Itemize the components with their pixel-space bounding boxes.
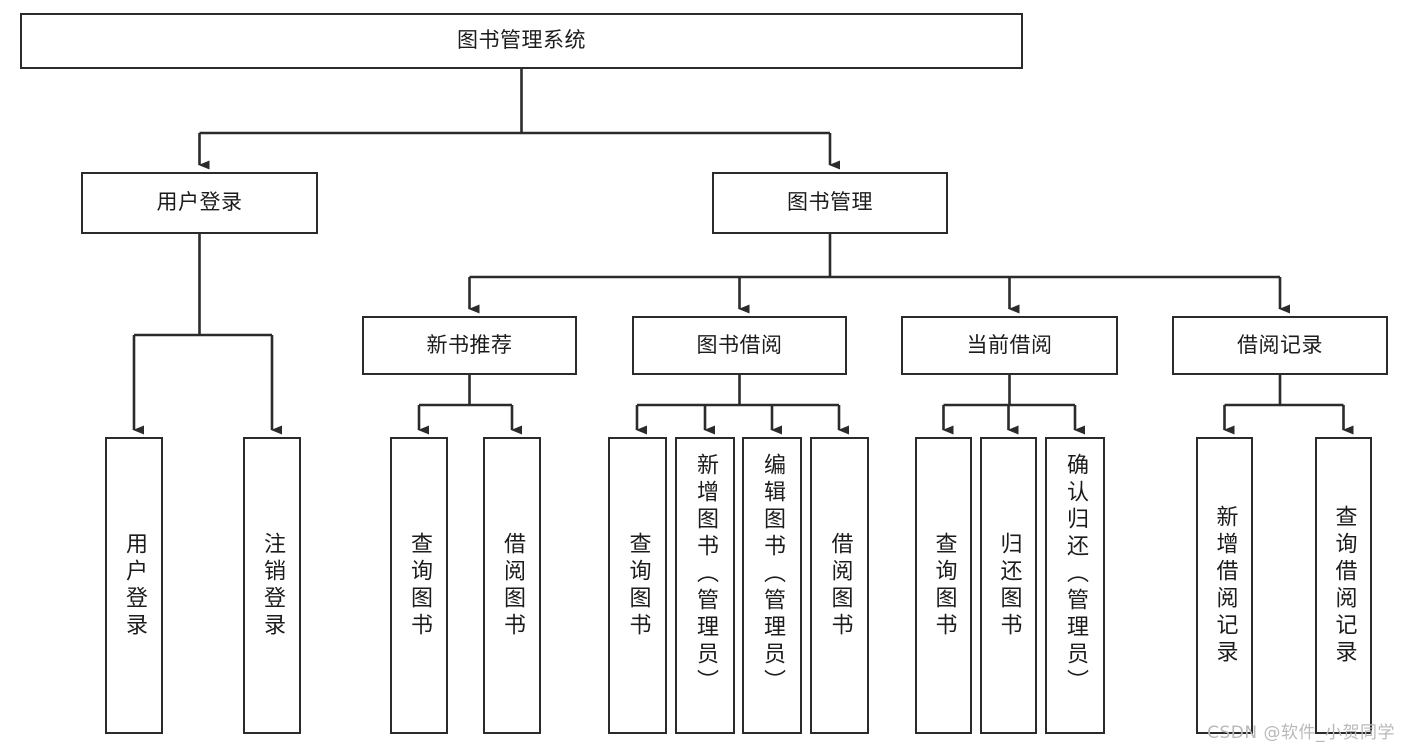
node-book-borrow-label: 图书借阅: [696, 332, 783, 357]
node-leaf-confirm-return-label: 确认归还（管理员）: [1063, 453, 1088, 696]
node-leaf-query-book-bb[interactable]: 查询图书: [608, 437, 667, 734]
node-leaf-query-book-cb[interactable]: 查询图书: [915, 437, 972, 734]
node-root-label: 图书管理系统: [457, 28, 586, 53]
node-leaf-user-login[interactable]: 用户登录: [105, 437, 163, 734]
node-leaf-add-record-label: 新增借阅记录: [1212, 504, 1238, 667]
node-leaf-borrow-book-rec-label: 借阅图书: [500, 531, 525, 640]
node-new-book-rec[interactable]: 新书推荐: [362, 316, 577, 375]
node-current-borrow[interactable]: 当前借阅: [901, 316, 1118, 375]
node-leaf-borrow-book-rec[interactable]: 借阅图书: [483, 437, 541, 734]
node-leaf-return-book-label: 归还图书: [996, 531, 1022, 640]
node-leaf-add-record[interactable]: 新增借阅记录: [1196, 437, 1253, 734]
node-leaf-query-book-cb-label: 查询图书: [931, 531, 957, 640]
node-leaf-edit-book-label: 编辑图书（管理员）: [760, 453, 785, 696]
node-leaf-confirm-return[interactable]: 确认归还（管理员）: [1045, 437, 1105, 734]
node-leaf-query-record-label: 查询借阅记录: [1331, 504, 1357, 667]
node-leaf-edit-book[interactable]: 编辑图书（管理员）: [742, 437, 802, 734]
node-leaf-borrow-book-bb-label: 借阅图书: [827, 531, 853, 640]
node-book-manage[interactable]: 图书管理: [712, 172, 948, 234]
node-leaf-query-book-rec-label: 查询图书: [407, 531, 432, 640]
node-root[interactable]: 图书管理系统: [20, 13, 1023, 69]
node-leaf-borrow-book-bb[interactable]: 借阅图书: [810, 437, 869, 734]
node-leaf-query-book-rec[interactable]: 查询图书: [390, 437, 448, 734]
node-user-login-label: 用户登录: [156, 190, 243, 215]
node-new-book-rec-label: 新书推荐: [426, 332, 513, 357]
node-leaf-return-book[interactable]: 归还图书: [980, 437, 1037, 734]
node-leaf-query-record[interactable]: 查询借阅记录: [1315, 437, 1372, 734]
node-leaf-add-book[interactable]: 新增图书（管理员）: [675, 437, 735, 734]
node-user-login[interactable]: 用户登录: [81, 172, 318, 234]
node-borrow-record[interactable]: 借阅记录: [1172, 316, 1388, 375]
node-book-borrow[interactable]: 图书借阅: [632, 316, 847, 375]
node-leaf-logout[interactable]: 注销登录: [243, 437, 301, 734]
node-leaf-user-login-label: 用户登录: [122, 531, 147, 640]
node-leaf-query-book-bb-label: 查询图书: [625, 531, 651, 640]
node-borrow-record-label: 借阅记录: [1237, 332, 1323, 357]
node-book-manage-label: 图书管理: [787, 190, 873, 215]
node-leaf-logout-label: 注销登录: [260, 531, 285, 640]
node-leaf-add-book-label: 新增图书（管理员）: [693, 453, 718, 696]
node-current-borrow-label: 当前借阅: [966, 332, 1053, 357]
